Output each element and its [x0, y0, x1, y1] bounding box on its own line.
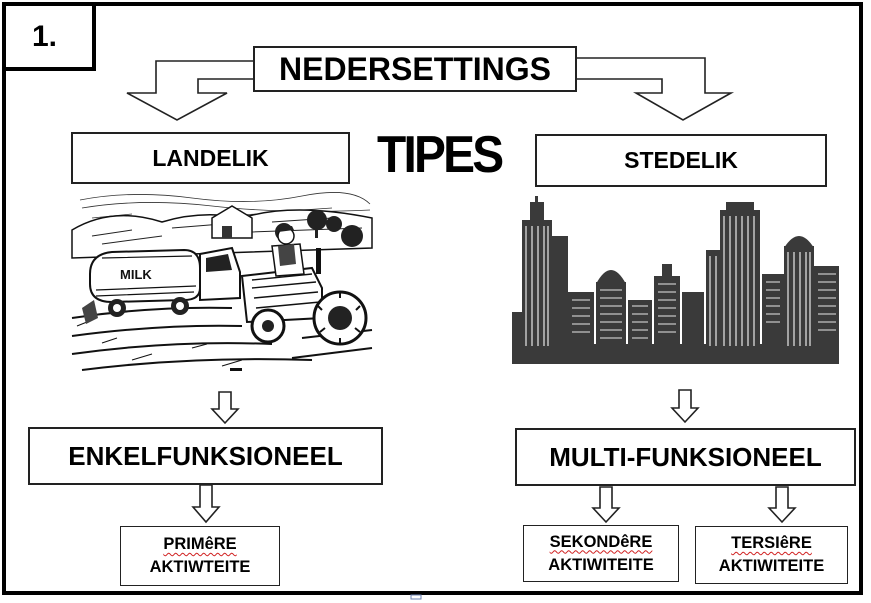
arrow-multi-to-tersiere [767, 486, 797, 524]
arrow-urban-to-multi [670, 389, 700, 424]
slide-number: 1. [32, 20, 58, 53]
root-node-nedersettings: NEDERSETTINGS [253, 46, 577, 92]
rural-farm-tractor-illustration: MILK [71, 192, 373, 373]
sekondere-label: SEKONDêRE [549, 532, 653, 551]
tersiere-aktiwiteite-label: AKTIWITEITE [718, 557, 825, 575]
arrow-enkel-to-primere [191, 484, 221, 524]
node-multi-funksioneel-label: MULTI-FUNKSIONEEL [549, 441, 822, 472]
node-landelik: LANDELIK [71, 132, 350, 184]
milk-tank-text: MILK [120, 267, 152, 282]
node-primere-aktiwteite: PRIMêRE AKTIWTEITE [120, 526, 280, 586]
node-landelik-label: LANDELIK [152, 144, 269, 171]
slide-handle-mark [410, 594, 422, 600]
node-sekondere-aktiwiteite: SEKONDêRE AKTIWITEITE [523, 525, 679, 582]
primere-aktiwteite-label: AKTIWTEITE [149, 558, 251, 576]
node-stedelik: STEDELIK [535, 134, 827, 187]
slide-frame [2, 2, 863, 595]
arrow-multi-to-sekondere [591, 486, 621, 524]
sekondere-aktiwiteite-label: AKTIWITEITE [548, 555, 654, 574]
node-enkelfunksioneel-label: ENKELFUNKSIONEEL [68, 440, 343, 471]
arrow-rural-to-enkel [210, 391, 240, 425]
root-node-label: NEDERSETTINGS [278, 50, 552, 87]
node-stedelik-label: STEDELIK [624, 147, 738, 173]
node-multi-funksioneel: MULTI-FUNKSIONEEL [515, 428, 856, 486]
slide-number-badge: 1. [6, 6, 96, 71]
types-heading: TIPES [377, 126, 504, 184]
primere-label: PRIMêRE [163, 535, 237, 553]
node-tersiere-aktiwiteite: TERSIêRE AKTIWITEITE [695, 526, 848, 584]
tersiere-label: TERSIêRE [731, 534, 812, 552]
arrow-to-landelik [126, 60, 257, 121]
city-skyline-illustration [512, 196, 839, 364]
arrow-to-stedelik [575, 57, 735, 121]
node-enkelfunksioneel: ENKELFUNKSIONEEL [28, 427, 383, 485]
